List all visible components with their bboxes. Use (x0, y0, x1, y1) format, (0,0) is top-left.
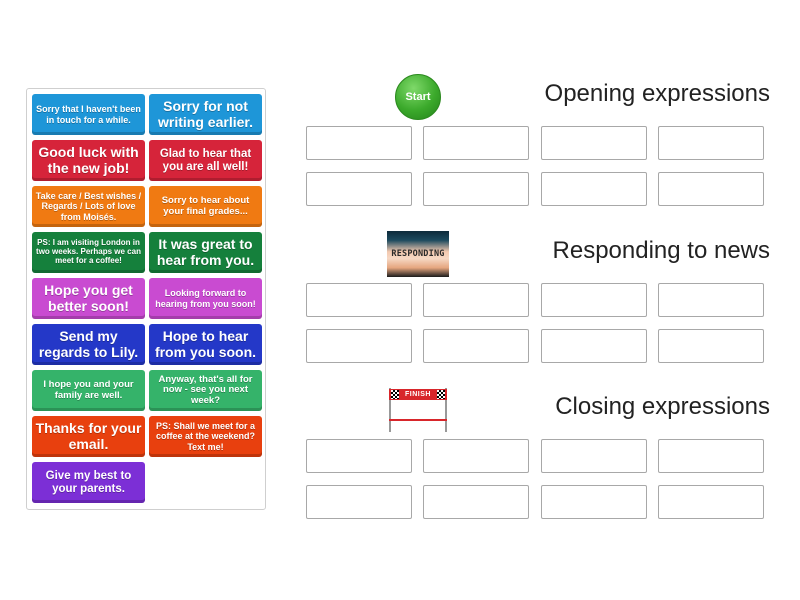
drop-slot[interactable] (306, 329, 412, 363)
drop-slot[interactable] (423, 283, 529, 317)
drop-slot[interactable] (541, 329, 647, 363)
start-button[interactable]: Start (395, 74, 441, 120)
finish-line-image: FINISH (387, 386, 449, 432)
drop-slot[interactable] (541, 485, 647, 519)
drop-slot[interactable] (658, 126, 764, 160)
card-glad-to-hear[interactable]: Glad to hear that you are all well! (149, 140, 262, 181)
drop-slot[interactable] (306, 485, 412, 519)
card-hope-to-hear[interactable]: Hope to hear from you soon. (149, 324, 262, 365)
drop-slot[interactable] (423, 126, 529, 160)
card-take-care[interactable]: Take care / Best wishes / Regards / Lots… (32, 186, 145, 227)
card-sorry-not-in-touch[interactable]: Sorry that I haven't been in touch for a… (32, 94, 145, 135)
card-great-to-hear[interactable]: It was great to hear from you. (149, 232, 262, 273)
drop-slot[interactable] (306, 283, 412, 317)
drop-slot[interactable] (423, 439, 529, 473)
card-give-best-parents[interactable]: Give my best to your parents. (32, 462, 145, 503)
card-ps-shall-we-meet[interactable]: PS: Shall we meet for a coffee at the we… (149, 416, 262, 457)
responding-image-text: RESPONDING (391, 249, 445, 259)
drop-slot[interactable] (423, 329, 529, 363)
drop-slot[interactable] (306, 172, 412, 206)
finish-banner: FINISH (389, 389, 447, 400)
card-sorry-final-grades[interactable]: Sorry to hear about your final grades... (149, 186, 262, 227)
drop-slot[interactable] (541, 439, 647, 473)
drop-slot[interactable] (423, 172, 529, 206)
card-anyway-all-for-now[interactable]: Anyway, that's all for now - see you nex… (149, 370, 262, 411)
finish-post-right (445, 388, 447, 432)
card-looking-forward[interactable]: Looking forward to hearing from you soon… (149, 278, 262, 319)
drop-slot[interactable] (658, 329, 764, 363)
drop-slot[interactable] (541, 283, 647, 317)
drop-slot[interactable] (306, 126, 412, 160)
drop-slot[interactable] (658, 439, 764, 473)
card-hope-family-well[interactable]: I hope you and your family are well. (32, 370, 145, 411)
card-hope-better-soon[interactable]: Hope you get better soon! (32, 278, 145, 319)
responding-image: RESPONDING (387, 231, 449, 277)
card-ps-visiting-london[interactable]: PS: I am visiting London in two weeks. P… (32, 232, 145, 273)
card-thanks-for-email[interactable]: Thanks for your email. (32, 416, 145, 457)
drop-slot[interactable] (541, 126, 647, 160)
finish-banner-text: FINISH (405, 391, 431, 398)
drop-slot[interactable] (658, 172, 764, 206)
drop-slot[interactable] (658, 485, 764, 519)
drop-slot[interactable] (658, 283, 764, 317)
drop-slot[interactable] (306, 439, 412, 473)
card-sorry-not-writing[interactable]: Sorry for not writing earlier. (149, 94, 262, 135)
group-title-responding: Responding to news (552, 237, 770, 264)
finish-line (389, 419, 447, 421)
drop-slot[interactable] (423, 485, 529, 519)
card-regards-to-lily[interactable]: Send my regards to Lily. (32, 324, 145, 365)
card-good-luck-new-job[interactable]: Good luck with the new job! (32, 140, 145, 181)
group-title-closing: Closing expressions (555, 393, 770, 420)
finish-post-left (389, 388, 391, 432)
drop-slot[interactable] (541, 172, 647, 206)
group-title-opening: Opening expressions (544, 80, 770, 107)
